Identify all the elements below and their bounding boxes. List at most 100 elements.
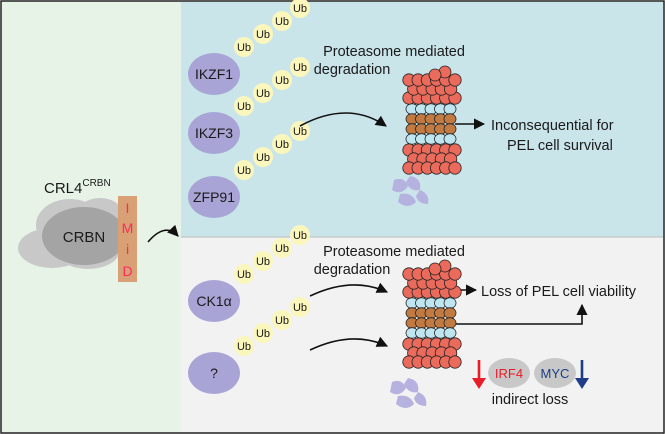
- ub-label: Ub: [237, 42, 251, 54]
- bottom-outcome: Loss of PEL cell viability: [481, 284, 637, 300]
- peptide-fragment: [390, 380, 406, 395]
- bottom-process-label-line2: degradation: [314, 262, 391, 278]
- complex-title: CRL4CRBN: [44, 178, 111, 197]
- substrate-label: IKZF3: [195, 125, 233, 141]
- ubiquitin-4: [290, 121, 310, 141]
- crbn-oval: [42, 207, 126, 265]
- ub-label: Ub: [275, 16, 289, 28]
- imid-letter-1: I: [126, 200, 130, 216]
- ubiquitin-1: [234, 160, 254, 180]
- peptide-fragment: [398, 193, 416, 206]
- peptide-fragment: [404, 378, 419, 393]
- proteasome-cap-subunit: [448, 161, 462, 175]
- substrate-oval: [188, 112, 240, 154]
- proteasome-subunit: [443, 113, 457, 125]
- myc-oval: [534, 358, 576, 388]
- ub-label: Ub: [256, 256, 270, 268]
- top-peptide-fragments: [392, 176, 429, 206]
- ubiquitin-4: [290, 225, 310, 245]
- ubiquitin-3: [272, 310, 292, 330]
- ub-label: Ub: [237, 341, 251, 353]
- proteasome-subunit: [443, 133, 457, 145]
- substrate-oval: [188, 53, 240, 95]
- top-process-label-line2: degradation: [314, 62, 391, 78]
- ub-label: Ub: [275, 75, 289, 87]
- top-proteasome: [402, 65, 462, 175]
- ub-label: Ub: [275, 243, 289, 255]
- substrate-label: CK1α: [196, 293, 231, 309]
- ubiquitin-3: [272, 238, 292, 258]
- ub-label: Ub: [256, 328, 270, 340]
- crl4-complex: CRL4CRBN CRBN I M i D: [18, 178, 137, 282]
- ub-label: Ub: [256, 88, 270, 100]
- ub-label: Ub: [293, 126, 307, 138]
- proteasome-cap-subunit: [448, 267, 462, 281]
- substrate-oval: [188, 352, 240, 394]
- ubiquitin-2: [253, 251, 273, 271]
- ubiquitin-4: [290, 297, 310, 317]
- indirect-loss-label: indirect loss: [492, 392, 569, 408]
- imid-letter-2: M: [122, 220, 134, 236]
- bottom-peptide-fragments: [390, 378, 427, 408]
- ub-label: Ub: [237, 165, 251, 177]
- ubiquitin-3: [272, 70, 292, 90]
- proteasome-cap-subunit: [428, 262, 442, 276]
- proteasome-subunit: [443, 103, 457, 115]
- ubiquitin-1: [234, 264, 254, 284]
- proteasome-subunit: [443, 123, 457, 135]
- peptide-fragment: [414, 392, 427, 406]
- ub-label: Ub: [275, 315, 289, 327]
- ubiquitin-4: [290, 57, 310, 77]
- ub-label: Ub: [275, 139, 289, 151]
- imid-letter-3: i: [126, 241, 129, 257]
- proteasome-cap-subunit: [448, 355, 462, 369]
- ubiquitin-2: [253, 323, 273, 343]
- marker-row: IRF4 MYC indirect loss: [472, 358, 589, 408]
- elbow-arrow: [455, 303, 588, 325]
- ubiquitin-4: [290, 0, 310, 18]
- ubiquitin-1: [234, 96, 254, 116]
- crbn-label: CRBN: [63, 229, 106, 246]
- substrate-oval: [188, 280, 240, 322]
- peptide-fragment: [406, 176, 421, 191]
- bottom-curved-arrow-2: [309, 336, 389, 351]
- proteasome-subunit: [443, 307, 457, 319]
- substrate-label: IKZF1: [195, 66, 233, 82]
- bottom-curved-arrow-1: [309, 282, 389, 297]
- imid-letter-4: D: [122, 263, 132, 279]
- proteasome-subunit: [443, 317, 457, 329]
- ubiquitin-2: [253, 147, 273, 167]
- substrate-oval: [188, 176, 240, 218]
- proteasome-cap-subunit: [428, 68, 442, 82]
- imid-bar: [118, 196, 137, 282]
- top-curved-arrow: [299, 112, 387, 127]
- ubiquitin-2: [253, 24, 273, 44]
- ubiquitin-1: [234, 37, 254, 57]
- proteasome-cap-subunit: [448, 73, 462, 87]
- peptide-fragment: [416, 190, 429, 204]
- ubiquitin-2: [253, 83, 273, 103]
- top-outcome-line2: PEL cell survival: [507, 138, 613, 154]
- ubiquitin-3: [272, 134, 292, 154]
- substrate-label: ?: [210, 365, 218, 381]
- ub-label: Ub: [293, 230, 307, 242]
- ub-label: Ub: [256, 152, 270, 164]
- ubiquitin-1: [234, 336, 254, 356]
- bottom-process-label-line1: Proteasome mediated: [323, 244, 465, 260]
- top-process-label-line1: Proteasome mediated: [323, 44, 465, 60]
- peptide-fragment: [396, 395, 414, 408]
- proteasome-subunit: [443, 297, 457, 309]
- top-outcome-line1: Inconsequential for: [491, 118, 614, 134]
- substrate-group: UbUbUbUbIKZF1UbUbUbUbIKZF3UbUbUbUbZFP91U…: [188, 0, 310, 394]
- irf4-label: IRF4: [495, 366, 523, 381]
- ub-label: Ub: [293, 62, 307, 74]
- ub-label: Ub: [256, 29, 270, 41]
- irf4-oval: [488, 358, 530, 388]
